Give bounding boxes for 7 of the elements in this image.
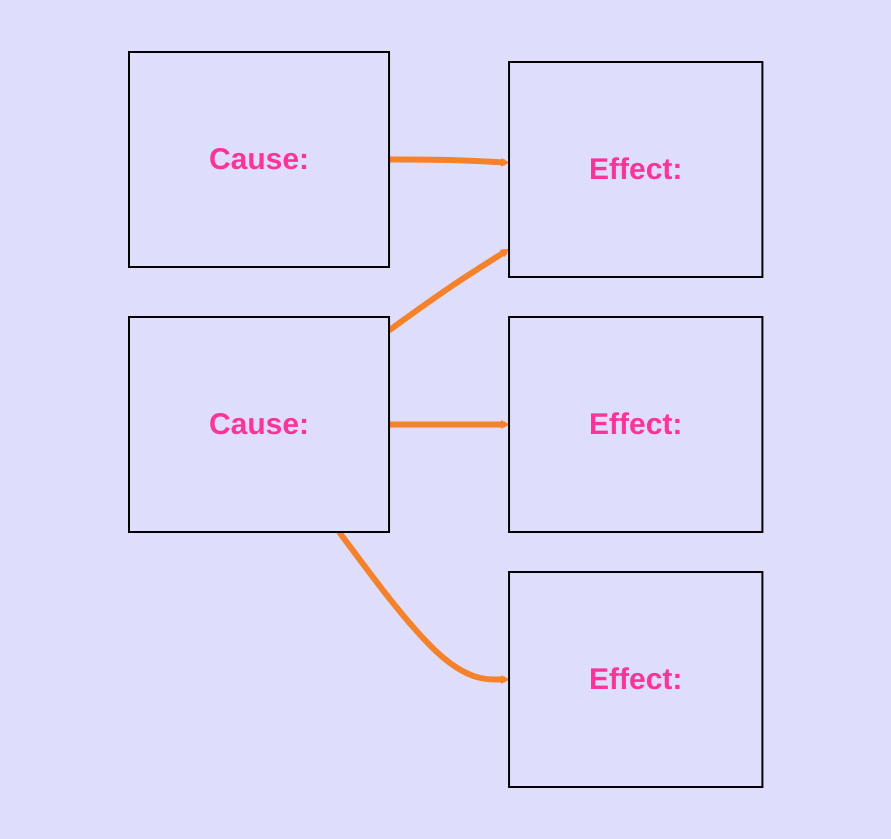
node-box: Cause:: [128, 316, 390, 533]
node-box: Effect:: [508, 61, 764, 278]
node-box: Cause:: [128, 51, 390, 268]
arrow: [388, 156, 510, 167]
node-box: Effect:: [508, 571, 764, 788]
arrow: [388, 420, 510, 429]
node-box: Effect:: [508, 316, 764, 533]
